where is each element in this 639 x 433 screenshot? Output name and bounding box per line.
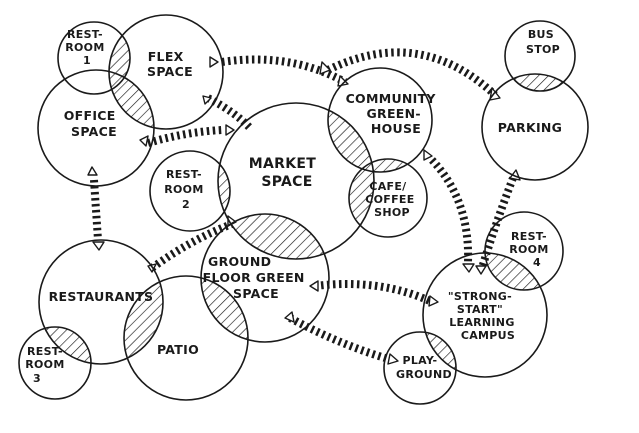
restroom-3-label: REST- ROOM 3 — [25, 345, 68, 385]
market-space-bubble — [217, 102, 375, 260]
office-space-bubble — [37, 69, 155, 187]
connections — [90, 48, 517, 364]
arrowhead — [225, 124, 235, 136]
patio-bubble — [123, 275, 249, 401]
arrowhead — [92, 241, 105, 251]
cafe-bubble — [348, 158, 428, 238]
strong-start-campus-label: "STRONG- START" LEARNING CAMPUS — [448, 290, 519, 342]
restroom-3-bubble — [18, 326, 92, 400]
cafe-label: CAFE/ COFFEE SHOP — [365, 180, 418, 219]
flex-space-label: FLEX SPACE — [147, 49, 193, 79]
restroom-2-bubble — [149, 150, 231, 232]
connection-greenhouse-parking — [326, 48, 498, 98]
connection-green-space-playground — [288, 314, 394, 364]
bus-stop-label: BUS STOP — [526, 28, 560, 56]
arrowhead — [147, 263, 157, 273]
arrowhead — [423, 149, 433, 161]
restroom-4-bubble — [484, 211, 564, 291]
arrowhead — [489, 87, 501, 101]
parking-bubble — [481, 73, 589, 181]
community-greenhouse-bubble — [327, 67, 433, 173]
ground-floor-green-space-label: GROUND FLOOR GREEN SPACE — [203, 254, 310, 301]
connection-office-market — [146, 126, 223, 147]
connection-greenhouse-campus — [429, 157, 473, 263]
arrowhead — [87, 166, 98, 176]
strong-start-campus-bubble — [422, 252, 548, 378]
office-space-label: OFFICE SPACE — [64, 108, 121, 139]
market-space-label: MARKET SPACE — [249, 156, 322, 190]
restroom-4-label: REST- ROOM 4 — [509, 230, 552, 269]
labels: REST- ROOM 1 FLEX SPACE OFFICE SPACE MAR… — [25, 28, 562, 385]
connection-office-restaurants — [90, 179, 102, 241]
parking-label: PARKING — [498, 120, 562, 135]
arrowhead — [319, 61, 331, 75]
connection-green-space-campus — [314, 280, 434, 306]
arrowhead — [309, 280, 319, 292]
arrowheads — [87, 56, 521, 365]
community-greenhouse-label: COMMUNITY GREEN- HOUSE — [346, 91, 441, 136]
arrowhead — [428, 295, 439, 307]
arrowhead — [475, 265, 487, 275]
bus-stop-bubble — [504, 20, 576, 92]
playground-label: PLAY- GROUND — [396, 354, 452, 381]
restroom-2-label: REST- ROOM 2 — [164, 168, 207, 211]
arrowhead — [337, 75, 349, 87]
restroom-1-bubble — [57, 21, 131, 95]
arrowhead — [139, 135, 149, 147]
restroom-1-label: REST- ROOM 1 — [65, 28, 108, 67]
overlap-hatching — [39, 22, 575, 377]
arrowhead — [387, 353, 399, 365]
arrowhead — [284, 311, 295, 323]
playground-bubble — [383, 331, 457, 405]
arrowhead — [209, 56, 219, 68]
arrowhead — [202, 95, 212, 105]
restaurants-label: RESTAURANTS — [49, 289, 154, 304]
restaurants-bubble — [38, 239, 164, 365]
bubbles — [18, 14, 589, 405]
patio-label: PATIO — [157, 342, 199, 357]
arrowhead — [462, 263, 475, 273]
